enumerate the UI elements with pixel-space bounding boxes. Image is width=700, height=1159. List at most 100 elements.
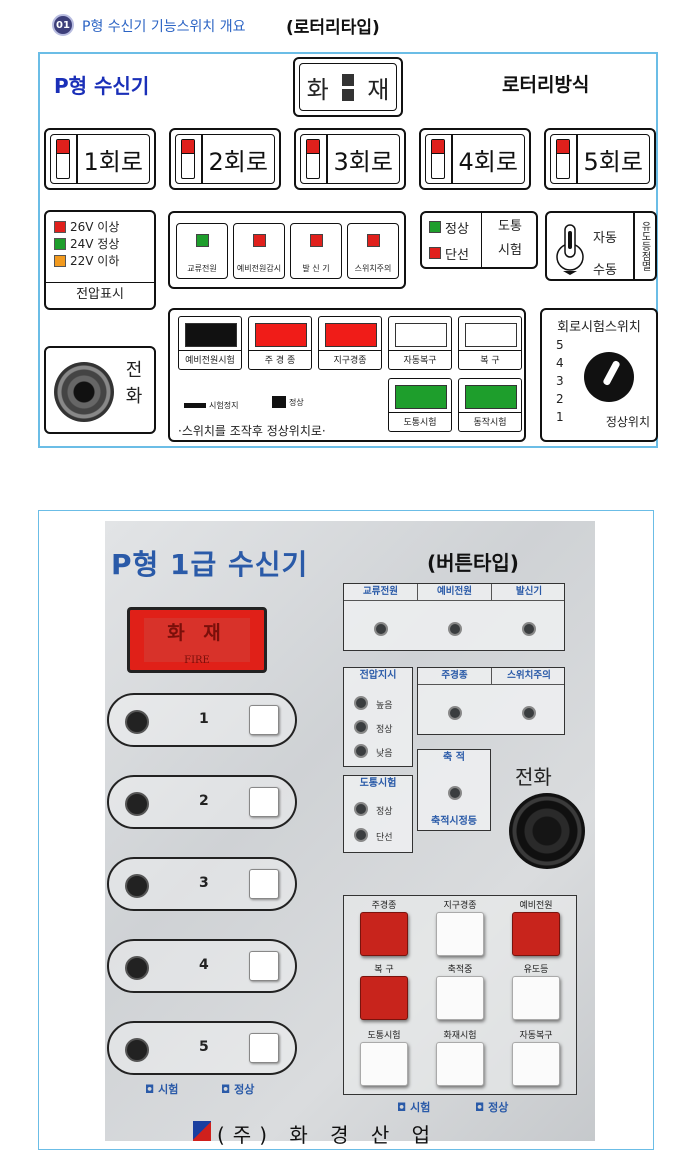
- circuit-5-button[interactable]: [249, 1033, 279, 1063]
- transmitter-lamp-icon: [522, 622, 536, 636]
- maker-logo: [193, 1121, 211, 1141]
- button-label: 동작시험: [459, 412, 521, 428]
- circuit-1-row: 1: [107, 693, 297, 747]
- auto-restore-key-label: 자동복구: [519, 1031, 553, 1041]
- circuit-1-button[interactable]: [249, 705, 279, 735]
- accumulation-title: 축 적: [443, 752, 465, 763]
- circuit-label: 5회로: [583, 147, 643, 176]
- voltage-low-label: 낮음: [376, 749, 393, 759]
- circuit-lamp-icon: [125, 874, 149, 898]
- voltage-high-lamp-icon: [354, 696, 368, 710]
- ac-power-label: 교류전원: [344, 584, 418, 600]
- conduction-normal-label: 정상: [376, 807, 393, 817]
- fire-test-key[interactable]: [436, 1042, 484, 1086]
- auto-label: 자동: [593, 231, 617, 246]
- status-lamps: 교류전원 예비전원감시 발 신 기 스위치주의: [168, 211, 406, 289]
- backup-power-key[interactable]: [512, 912, 560, 956]
- auto-restore-button[interactable]: 자동복구: [388, 316, 452, 370]
- backup-power-test-button[interactable]: 예비전원시험: [178, 316, 242, 370]
- rotary-position-3: 3: [556, 374, 564, 388]
- circuit-4-button[interactable]: [249, 951, 279, 981]
- circuit-lamp-icon: [556, 139, 570, 179]
- legend-normal: 정상: [272, 396, 304, 408]
- voltage-high-label: 높음: [376, 701, 393, 711]
- circuit-3-switch[interactable]: 3회로: [294, 128, 406, 190]
- circuit-3-button[interactable]: [249, 869, 279, 899]
- circuit-lamp-icon: [431, 139, 445, 179]
- conduction-break-label: 단선: [376, 833, 393, 843]
- transmitter-lamp: 발 신 기: [290, 223, 342, 279]
- fire-lamp-kr: 화 재: [167, 622, 227, 644]
- guide-light-key-label: 유도등: [523, 965, 549, 975]
- circuit-label: 2회로: [208, 147, 268, 176]
- restore-key[interactable]: [360, 976, 408, 1020]
- circuit-1-switch[interactable]: 1회로: [44, 128, 156, 190]
- circuit-2-button[interactable]: [249, 787, 279, 817]
- voltage-normal-label: 24V 정상: [70, 237, 120, 251]
- conduction-state: 정상 단선 도통 시험: [420, 211, 538, 269]
- phone-char-1: 전: [125, 360, 143, 381]
- circuit-2-switch[interactable]: 2회로: [169, 128, 281, 190]
- guide-light-key[interactable]: [512, 976, 560, 1020]
- operation-note: ·스위치를 조작후 정상위치로·: [178, 424, 326, 438]
- conduction-test-button[interactable]: 도통시험: [388, 378, 452, 432]
- fire-test-key-label: 화재시험: [443, 1031, 477, 1041]
- restore-key-label: 복 구: [374, 965, 394, 975]
- conduction-break-lamp-icon: [354, 828, 368, 842]
- keypad-normal-label: ◘ 정상: [475, 1101, 509, 1114]
- voltage-row: 22V 이하: [46, 252, 154, 269]
- main-bell-button[interactable]: 주 경 종: [248, 316, 312, 370]
- zone-bell-key-label: 지구경종: [443, 901, 477, 911]
- circuit-lamp-icon: [125, 792, 149, 816]
- fire-indicator: 화 재: [293, 57, 403, 117]
- switch-caution-lamp-icon: [522, 706, 536, 720]
- button-face: [465, 385, 517, 409]
- lamp-icon: [367, 234, 380, 247]
- auto-manual-switch[interactable]: 자동 수동 유도등점멸: [545, 211, 657, 281]
- restore-button[interactable]: 복 구: [458, 316, 522, 370]
- rotary-knob-icon[interactable]: [584, 352, 634, 402]
- circuit-lamp-icon: [306, 139, 320, 179]
- main-bell-key[interactable]: [360, 912, 408, 956]
- circuit-number: 5: [199, 1039, 209, 1055]
- function-buttons: 예비전원시험 주 경 종 지구경종 자동복구 복 구 도통시험 동작시험 시험정…: [168, 308, 526, 442]
- rotary-normal-label: 정상위치: [605, 415, 650, 429]
- keypad-test-label: ◘ 시험: [397, 1101, 431, 1114]
- rotary-position-5: 5: [556, 338, 564, 352]
- button-label: 도통시험: [389, 412, 451, 428]
- circuit-4-switch[interactable]: 4회로: [419, 128, 531, 190]
- operation-test-button[interactable]: 동작시험: [458, 378, 522, 432]
- phone-label: 전화: [515, 765, 552, 789]
- lamp-icon: [310, 234, 323, 247]
- zone-bell-button[interactable]: 지구경종: [318, 316, 382, 370]
- phone-jack-icon[interactable]: [509, 793, 585, 869]
- voltage-title: 전압지시: [359, 670, 397, 681]
- zone-bell-key[interactable]: [436, 912, 484, 956]
- phone-jack-icon: [54, 362, 114, 422]
- legend-label: 정상: [289, 397, 304, 407]
- panel2-title: P형 1급 수신기: [111, 548, 309, 581]
- conduction-test-key[interactable]: [360, 1042, 408, 1086]
- lamp-icon: [196, 234, 209, 247]
- bell-caution-lamps: 주경종 스위치주의: [417, 667, 565, 735]
- circuit-5-switch[interactable]: 5회로: [544, 128, 656, 190]
- circuit-4-row: 4: [107, 939, 297, 993]
- legend-test-stop: 시험정지: [184, 400, 238, 411]
- circuit-lamp-icon: [125, 956, 149, 980]
- lamp-label: 예비전원감시: [236, 264, 282, 273]
- auto-restore-key[interactable]: [512, 1042, 560, 1086]
- fire-char-1: 화: [306, 75, 329, 104]
- button-label: 주 경 종: [249, 350, 311, 366]
- accumulating-key[interactable]: [436, 976, 484, 1020]
- circuit-2-row: 2: [107, 775, 297, 829]
- voltage-low-lamp-icon: [54, 254, 66, 267]
- circuit-number: 1: [199, 711, 209, 727]
- test-stop-icon: [184, 403, 206, 408]
- rotary-position-4: 4: [556, 356, 564, 370]
- main-bell-lamp-icon: [448, 706, 462, 720]
- circuit-test-rotary-switch[interactable]: 회로시험스위치 5 4 3 2 1 정상위치: [540, 308, 658, 442]
- rotary-position-2: 2: [556, 392, 564, 406]
- accumulation-timer-label: 축적시정등: [431, 816, 477, 827]
- break-lamp-icon: [429, 247, 441, 259]
